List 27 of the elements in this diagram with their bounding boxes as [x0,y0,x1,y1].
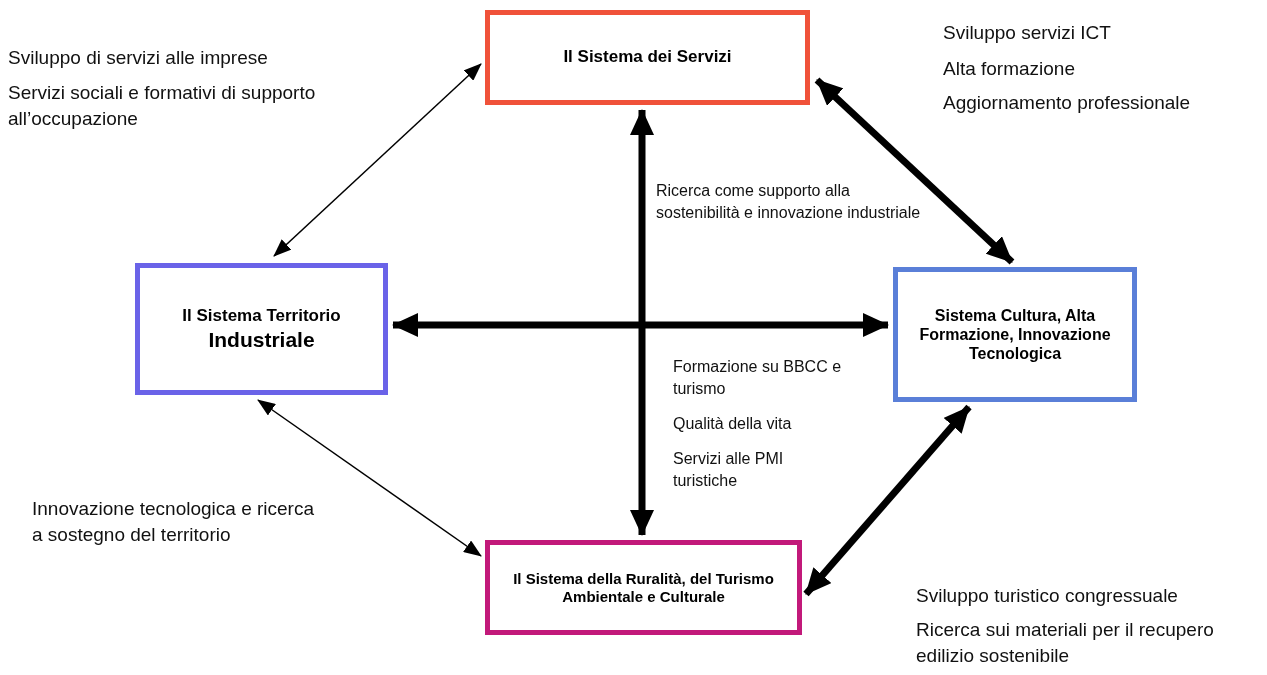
box-title: Il Sistema dei Servizi [563,47,732,68]
box-title: Il Sistema Territorio [182,306,341,327]
note-text: Ricerca come supporto alla sostenibilità e innovazione industriale [656,181,922,223]
double-arrow [392,313,889,337]
note-text: Sviluppo servizi ICT [943,21,1112,45]
note-text: Alta formazione [943,57,1076,81]
system-box [893,267,1137,402]
system-box [135,263,388,395]
note-text: Innovazione tecnologica e ricerca a sostegno del territorio [32,497,315,547]
note-text: Formazione su BBCC e turismo [673,357,843,399]
box-title: Sistema Cultura, Alta Formazione, Innovazione Tecnologica [918,305,1112,364]
note-text: Qualità della vita [673,414,793,434]
system-box [485,540,802,635]
box-title: Il Sistema della Ruralità, del Turismo Ambientale e Culturale [512,569,775,606]
double-arrow [814,77,1015,265]
note-text: Sviluppo di servizi alle imprese [8,46,269,70]
double-arrow [273,63,482,257]
double-arrow [257,399,482,557]
note-text: Servizi alle PMI turistiche [673,449,785,491]
box-title: Industriale [208,326,315,352]
note-text: Sviluppo turistico congressuale [916,584,1179,608]
note-text: Servizi sociali e formativi di supporto all’occupazione [8,81,317,131]
double-arrow [803,404,972,597]
note-text: Ricerca sui materiali per il recupero edilizio sostenibile [916,618,1215,668]
system-box [485,10,810,105]
note-text: Aggiornamento professionale [943,91,1192,115]
double-arrow [630,109,654,536]
